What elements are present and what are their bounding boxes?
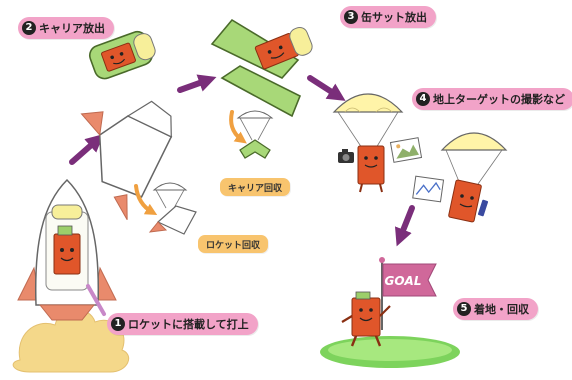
goal-flag-text: GOAL — [385, 274, 422, 288]
step-number-badge-4: 4 — [416, 92, 430, 106]
goal-flag — [379, 257, 437, 330]
flow-arrow-2-3 — [177, 74, 217, 93]
step-label-text-2: キャリア放出 — [39, 22, 105, 35]
step-number-badge-3: 3 — [344, 10, 358, 24]
rocket-recovery-tag: ロケット回収 — [198, 235, 269, 253]
step-label-2: 2 キャリア放出 — [18, 17, 114, 39]
rocket-recovery-tag-text: ロケット回収 — [206, 240, 261, 251]
step-label-1: 1 ロケットに搭載して打上 — [107, 313, 258, 335]
step-number-badge-1: 1 — [111, 317, 125, 331]
parachute-cansat-sensor — [440, 132, 508, 223]
flow-arrow-pointer-1 — [86, 284, 106, 316]
flow-arrow-3-4 — [307, 75, 346, 101]
chart-sheet-icon — [412, 175, 445, 203]
landing-ground — [320, 336, 460, 368]
recovery-arrow-rocket — [134, 184, 158, 215]
step-label-text-5: 着地・回収 — [474, 303, 529, 316]
step-label-4: 4 地上ターゲットの撮影など — [412, 88, 572, 110]
camera-icon — [338, 149, 354, 163]
step-number-badge-5: 5 — [457, 302, 471, 316]
step-label-text-1: ロケットに搭載して打上 — [128, 318, 249, 331]
parachute-cansat-camera — [332, 93, 404, 193]
step-label-5: 5 着地・回収 — [453, 298, 538, 320]
recovery-arrow-carrier — [229, 110, 247, 144]
pen-icon — [477, 199, 489, 217]
landed-cansat — [341, 291, 391, 347]
step-label-text-4: 地上ターゲットの撮影など — [433, 93, 565, 106]
rocket-recovery-parachute — [148, 182, 197, 235]
flow-arrow-1-2 — [69, 134, 104, 165]
launch-rocket — [17, 178, 117, 321]
carrier-with-cansat — [88, 30, 156, 80]
flow-arrow-4-5 — [394, 205, 415, 247]
step-number-badge-2: 2 — [22, 21, 36, 35]
step-label-text-3: 缶サット放出 — [361, 11, 427, 24]
released-cansat — [254, 26, 313, 70]
rocket-nose-open — [80, 100, 173, 221]
photo-icon — [389, 137, 423, 163]
carrier-recovery-tag: キャリア回収 — [220, 178, 291, 196]
carrier-recovery-tag-text: キャリア回収 — [228, 183, 283, 194]
carrier-recovery-parachute — [236, 110, 274, 159]
step-label-3: 3 缶サット放出 — [340, 6, 436, 28]
